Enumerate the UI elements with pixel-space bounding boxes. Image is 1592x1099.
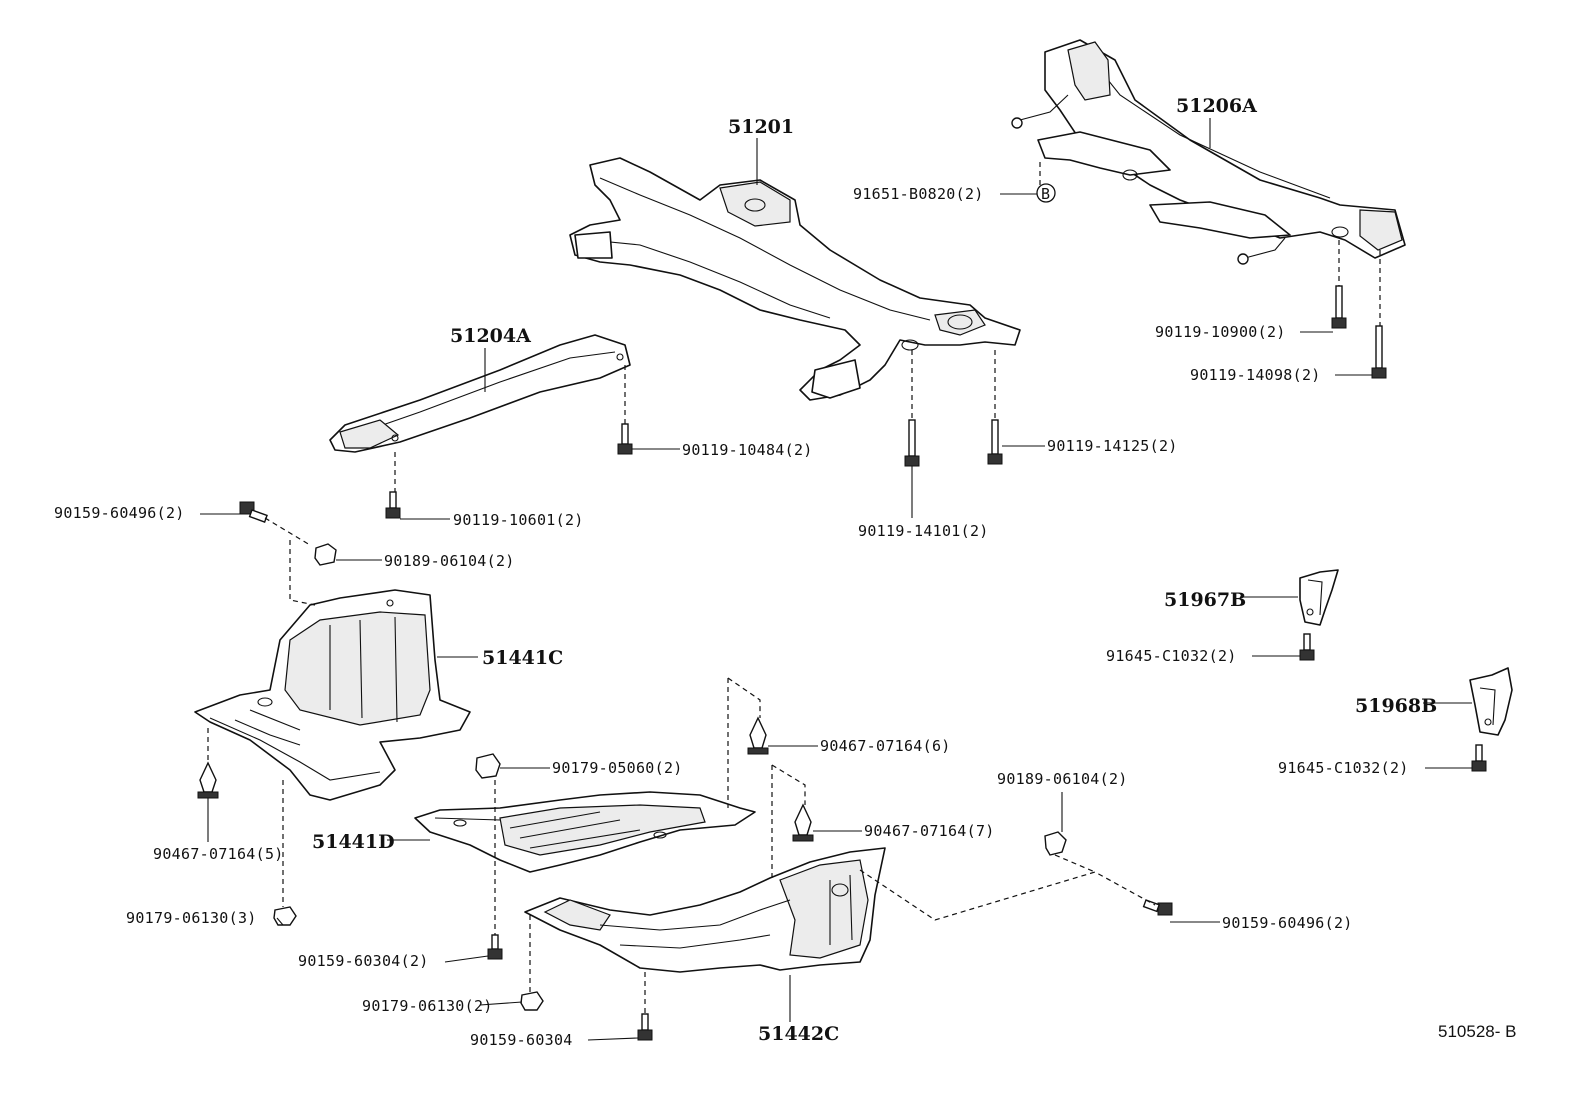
engine-cover-51441d [414, 791, 756, 873]
label-51201: 51201 [728, 116, 794, 138]
bolt-14098 [1371, 325, 1387, 379]
label-90119-10900: 90119-10900(2) [1155, 323, 1286, 341]
label-51967b: 51967B [1164, 589, 1246, 611]
screw-60496b [1142, 899, 1173, 916]
bolt-10900 [1331, 285, 1347, 329]
label-90179-06130-b: 90179-06130(2) [362, 997, 493, 1015]
clip-07164-7 [792, 803, 814, 842]
label-ref-b: B [1041, 185, 1050, 203]
brace-51204a [329, 334, 631, 453]
label-51442c: 51442C [758, 1023, 839, 1045]
label-91651-b0820: 91651-B0820(2) [853, 185, 984, 203]
label-90467-07164-6: 90467-07164(6) [820, 737, 951, 755]
bolt-10601 [385, 491, 401, 519]
nut-06130b [520, 991, 544, 1011]
label-90467-07164-5: 90467-07164(5) [153, 845, 284, 863]
label-90119-10601: 90119-10601(2) [453, 511, 584, 529]
label-90159-60304-a: 90159-60304(2) [298, 952, 429, 970]
bolt-60304b [637, 1013, 653, 1041]
label-90119-14098: 90119-14098(2) [1190, 366, 1321, 384]
clip-07164-6 [747, 716, 769, 755]
bolt-14125 [987, 419, 1003, 465]
clip-07164-5 [197, 761, 219, 799]
label-90119-14125: 90119-14125(2) [1047, 437, 1178, 455]
bolt-1032a [1299, 633, 1315, 661]
bracket-51968b [1469, 667, 1513, 736]
label-90119-10484: 90119-10484(2) [682, 441, 813, 459]
screw-60496a [239, 501, 268, 523]
nut-06130a [273, 906, 297, 926]
label-91645-c1032-a: 91645-C1032(2) [1106, 647, 1237, 665]
bolt-1032b [1471, 744, 1487, 772]
label-90159-60304-b: 90159-60304 [470, 1031, 573, 1049]
label-90119-14101: 90119-14101(2) [858, 522, 989, 540]
label-90467-07164-7: 90467-07164(7) [864, 822, 995, 840]
label-90189-06104-b: 90189-06104(2) [997, 770, 1128, 788]
installation-lines [207, 162, 1381, 1014]
label-51441c: 51441C [482, 647, 563, 669]
label-90159-60496-a: 90159-60496(2) [54, 504, 185, 522]
engine-cover-51442c [524, 847, 886, 973]
label-51441d: 51441D [312, 831, 395, 853]
label-90179-05060: 90179-05060(2) [552, 759, 683, 777]
label-91645-c1032-b: 91645-C1032(2) [1278, 759, 1409, 777]
nut-06104b [1044, 831, 1067, 856]
nut-05060 [475, 753, 501, 779]
engine-cover-51441c [194, 589, 471, 801]
label-51206a: 51206A [1176, 95, 1257, 117]
bracket-51967b [1299, 569, 1339, 626]
labels: 51201 51206A 51204A 51441C 51441D 51442C… [54, 95, 1516, 1049]
label-51968b: 51968B [1355, 695, 1437, 717]
reference-circle-b [1036, 183, 1056, 203]
label-51204a: 51204A [450, 325, 531, 347]
leader-lines [200, 118, 1472, 1041]
crossmember-51206a [1011, 39, 1406, 265]
crossmember-51201 [569, 157, 1021, 401]
label-90179-06130-a: 90179-06130(3) [126, 909, 257, 927]
hardware [197, 285, 1487, 1041]
label-90159-60496-b: 90159-60496(2) [1222, 914, 1353, 932]
diagram-reference-code: 510528- B [1438, 1022, 1516, 1041]
bolt-14101 [904, 419, 920, 467]
bolt-60304a [487, 934, 503, 960]
label-90189-06104-a: 90189-06104(2) [384, 552, 515, 570]
bolt-10484 [617, 423, 633, 455]
nut-06104a [314, 543, 337, 566]
